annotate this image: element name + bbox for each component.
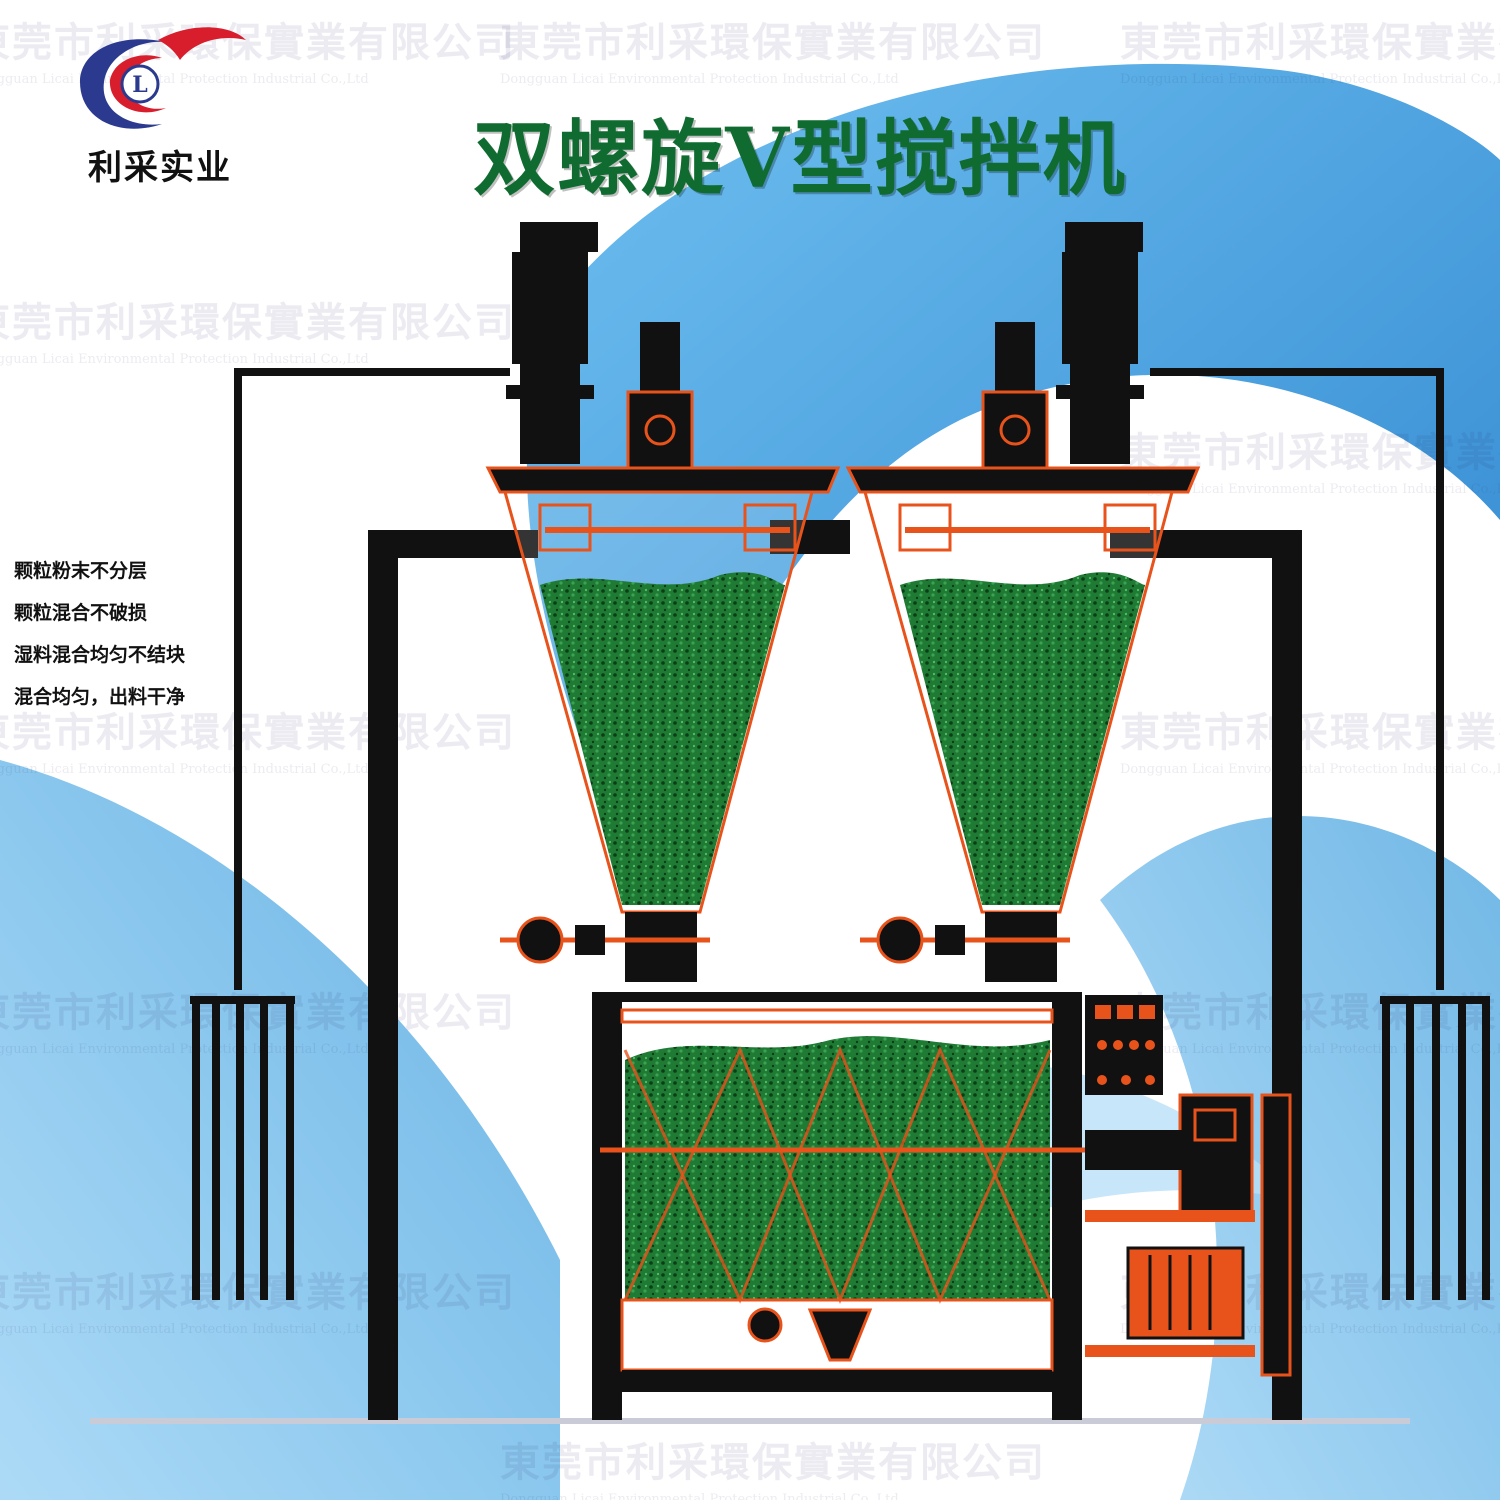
- feature-item: 颗粒混合不破损: [14, 602, 148, 624]
- right-suction-pipe: [1150, 368, 1490, 1300]
- feature-item: 颗粒粉末不分层: [14, 560, 148, 582]
- logo-letter: L: [132, 72, 147, 98]
- feature-list: 颗粒粉末不分层 颗粒混合不破损 湿料混合均匀不结块 混合均匀，出料干净: [14, 550, 254, 718]
- support-frame: [368, 520, 1302, 1420]
- right-top-drive: [981, 322, 1049, 472]
- logo-mark-icon: L: [80, 27, 246, 129]
- page-title: 双螺旋V型搅拌机: [473, 111, 1127, 207]
- feature-item: 湿料混合均匀不结块: [14, 644, 186, 666]
- left-top-drive: [626, 322, 694, 472]
- right-vacuum-feeder: [1056, 222, 1144, 464]
- right-discharge-valve: [860, 916, 1070, 964]
- company-logo: L 利采实业: [70, 20, 250, 190]
- ribbon-mixer-body: [592, 992, 1120, 1420]
- left-discharge-valve: [500, 916, 710, 964]
- bottom-drive-unit: [1085, 1093, 1292, 1377]
- control-panel: [1085, 995, 1163, 1095]
- left-vacuum-feeder: [506, 222, 598, 464]
- logo-name: 利采实业: [88, 148, 232, 188]
- feature-item: 混合均匀，出料干净: [14, 686, 186, 708]
- right-cone-mixer: [845, 466, 1201, 982]
- left-suction-pipe: [190, 368, 510, 1300]
- left-cone-mixer: [485, 466, 841, 982]
